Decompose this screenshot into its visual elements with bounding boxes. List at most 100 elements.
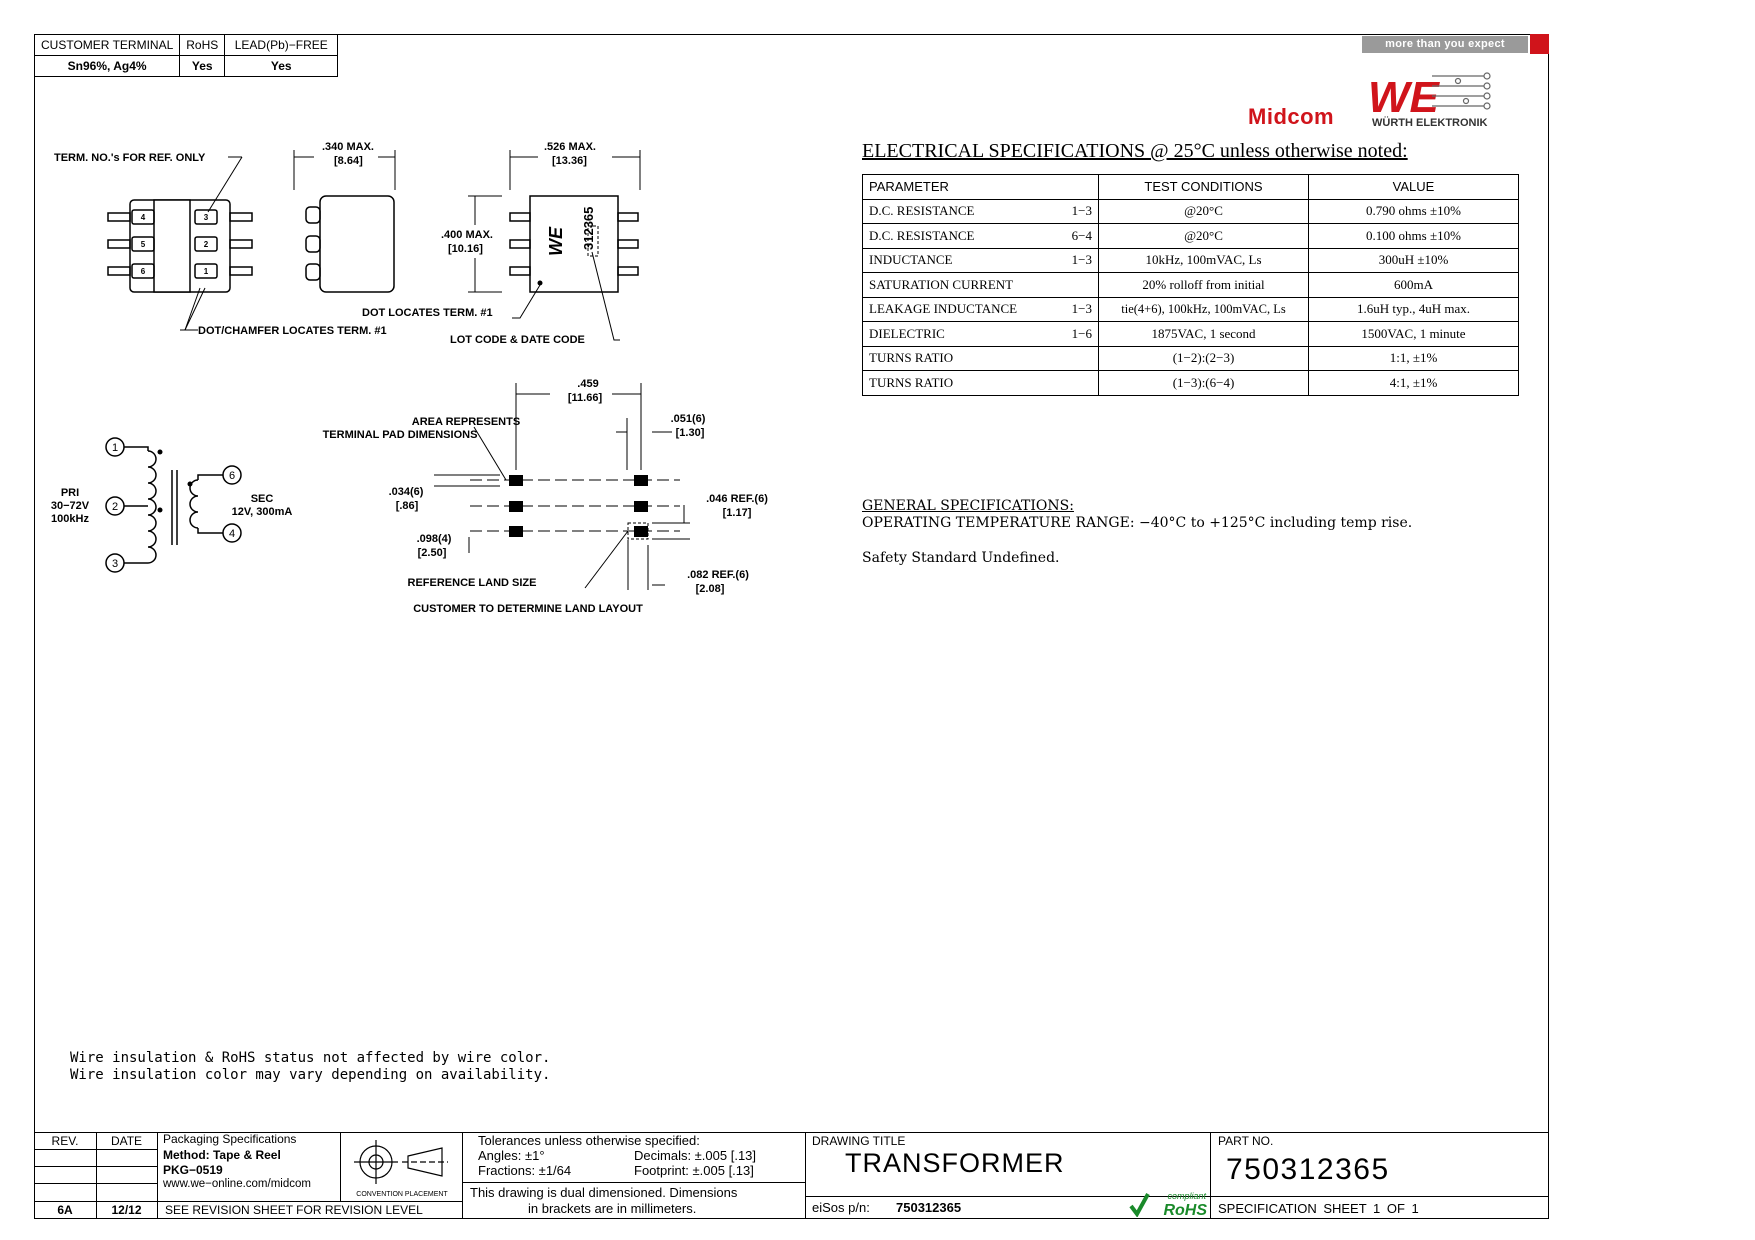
wire-note-2: Wire insulation color may vary depending… [70, 1067, 551, 1083]
dim-1336-label: [13.36] [552, 155, 587, 167]
rohs-compliant-logo: compliant RoHS [1129, 1191, 1207, 1217]
spec-condition: 20% rolloff from initial [1098, 272, 1309, 298]
dim-864-label: [8.64] [334, 155, 363, 167]
schematic-pin: 3 [112, 558, 118, 570]
specification-sheet: SPECIFICATION SHEET 1 OF 1 [1218, 1201, 1419, 1216]
dim-117-label: [1.17] [723, 507, 752, 519]
dot-chamfer-label: DOT/CHAMFER LOCATES TERM. #1 [198, 325, 387, 337]
table-row: D.C. RESISTANCE 6−4 @20°C 0.100 ohms ±10… [862, 223, 1519, 249]
part-no-label: PART NO. [1218, 1134, 1274, 1148]
drawing-frame [34, 34, 1549, 1219]
tagline-bar: more than you expect [1362, 36, 1528, 53]
dim-051-label: .051(6) [671, 413, 706, 425]
spec-pins: 1−3 [1058, 247, 1100, 273]
area-represents-label: AREA REPRESENTS [412, 416, 520, 428]
top-view-package [107, 199, 253, 293]
packaging-code: PKG−0519 [163, 1163, 223, 1177]
spec-value: 600mA [1308, 272, 1519, 298]
front-view-package [509, 195, 639, 293]
dim-1166-label: [11.66] [568, 392, 603, 404]
spec-pins: 1−3 [1058, 296, 1100, 322]
wurth-logo: WE WÜRTH ELEKTRONIK [1368, 72, 1491, 129]
lot-code-label: LOT CODE & DATE CODE [450, 334, 585, 346]
pin-label: 4 [141, 213, 146, 222]
packaging-url: www.we−online.com/midcom [163, 1178, 311, 1190]
dim-459-label: .459 [577, 378, 598, 390]
table-row: INDUCTANCE 1−3 10kHz, 100mVAC, Ls 300uH … [862, 247, 1519, 273]
dual-dimension-2: in brackets are in millimeters. [528, 1201, 697, 1216]
customer-terminal-value: Sn96%, Ag4% [33, 55, 181, 77]
dim-082-label: .082 REF.(6) [687, 569, 749, 581]
spec-value: 1500VAC, 1 minute [1308, 321, 1519, 347]
header-material-table: CUSTOMER TERMINAL RoHS LEAD(Pb)−FREE Sn9… [33, 34, 339, 77]
tolerance-title: Tolerances unless otherwise specified: [478, 1133, 700, 1148]
spec-pins [1058, 272, 1100, 298]
electrical-spec-table: PARAMETER TEST CONDITIONS VALUE D.C. RES… [862, 174, 1519, 396]
date-header: DATE [110, 1134, 143, 1148]
lead-free-value: Yes [224, 55, 339, 77]
eisos-value: 750312365 [896, 1200, 962, 1215]
spec-pins: 1−3 [1058, 198, 1100, 224]
part-number: 750312365 [1226, 1153, 1390, 1186]
spec-value: 1:1, ±1% [1308, 345, 1519, 371]
title-block [34, 1132, 1549, 1220]
rohs-value: Yes [179, 55, 226, 77]
spec-param: D.C. RESISTANCE [862, 198, 1059, 224]
spec-param: SATURATION CURRENT [862, 272, 1059, 298]
spec-header-parameter: PARAMETER [862, 174, 1099, 200]
pin-label: 5 [141, 240, 146, 249]
red-corner-tab [1530, 34, 1549, 54]
dim-526-label: .526 MAX. [544, 141, 596, 153]
dual-dimension-1: This drawing is dual dimensioned. Dimens… [470, 1185, 738, 1200]
schematic-pin: 2 [112, 501, 118, 513]
spec-condition: (1−3):(6−4) [1098, 370, 1309, 396]
electrical-spec-title: ELECTRICAL SPECIFICATIONS @ 25°C unless … [862, 140, 1408, 162]
dot-locates-label: DOT LOCATES TERM. #1 [362, 307, 493, 319]
schematic-pin: 4 [229, 528, 235, 540]
tolerance-angles: Angles: ±1° [478, 1148, 545, 1163]
pin-label: 1 [204, 267, 209, 276]
dim-046-label: .046 REF.(6) [706, 493, 768, 505]
spec-pins: 1−6 [1058, 321, 1100, 347]
spec-param: INDUCTANCE [862, 247, 1059, 273]
spec-header-conditions: TEST CONDITIONS [1098, 174, 1309, 200]
midcom-logo: Midcom [1248, 104, 1335, 129]
spec-condition: @20°C [1098, 223, 1309, 249]
spec-condition: 1875VAC, 1 second [1098, 321, 1309, 347]
schematic-pin: 6 [229, 470, 235, 482]
spec-condition: 10kHz, 100mVAC, Ls [1098, 247, 1309, 273]
checkmark-icon [1129, 1193, 1150, 1217]
rev-value: 6A [57, 1203, 73, 1217]
table-row: LEAKAGE INDUCTANCE 1−3 tie(4+6), 100kHz,… [862, 296, 1519, 322]
table-row: SATURATION CURRENT 20% rolloff from init… [862, 272, 1519, 298]
spec-condition: (1−2):(2−3) [1098, 345, 1309, 371]
sec-rating: 12V, 300mA [232, 506, 293, 518]
pri-label: PRI [61, 487, 79, 499]
dim-034-label: .034(6) [389, 486, 424, 498]
pin-label: 3 [204, 213, 209, 222]
dim-130-label: [1.30] [676, 427, 705, 439]
spec-param: TURNS RATIO [862, 345, 1059, 371]
tolerance-fractions: Fractions: ±1/64 [478, 1163, 572, 1178]
spec-param: LEAKAGE INDUCTANCE [862, 296, 1059, 322]
packaging-title: Packaging Specifications [163, 1132, 297, 1146]
side-view-package [305, 195, 395, 293]
spec-param: DIELECTRIC [862, 321, 1059, 347]
tolerance-footprint: Footprint: ±.005 [.13] [634, 1163, 754, 1178]
spec-condition: tie(4+6), 100kHz, 100mVAC, Ls [1098, 296, 1309, 322]
spec-value: 0.100 ohms ±10% [1308, 223, 1519, 249]
land-pads [509, 475, 648, 537]
circuit-lines-icon [1432, 72, 1491, 110]
dim-208-label: [2.08] [696, 583, 725, 595]
drawing-title: TRANSFORMER [845, 1148, 1065, 1178]
third-angle-projection-icon: CONVENTION PLACEMENT [354, 1140, 448, 1198]
reference-land-label: REFERENCE LAND SIZE [408, 577, 537, 589]
spec-condition: @20°C [1098, 198, 1309, 224]
general-spec-title: GENERAL SPECIFICATIONS: [862, 498, 1074, 514]
safety-standard: Safety Standard Undefined. [862, 550, 1060, 566]
dim-250-label: [2.50] [418, 547, 447, 559]
drawing-title-label: DRAWING TITLE [812, 1134, 906, 1148]
convention-label: CONVENTION PLACEMENT [356, 1191, 448, 1198]
dim-1016-label: [10.16] [448, 243, 483, 255]
rohs-header: RoHS [179, 34, 226, 56]
